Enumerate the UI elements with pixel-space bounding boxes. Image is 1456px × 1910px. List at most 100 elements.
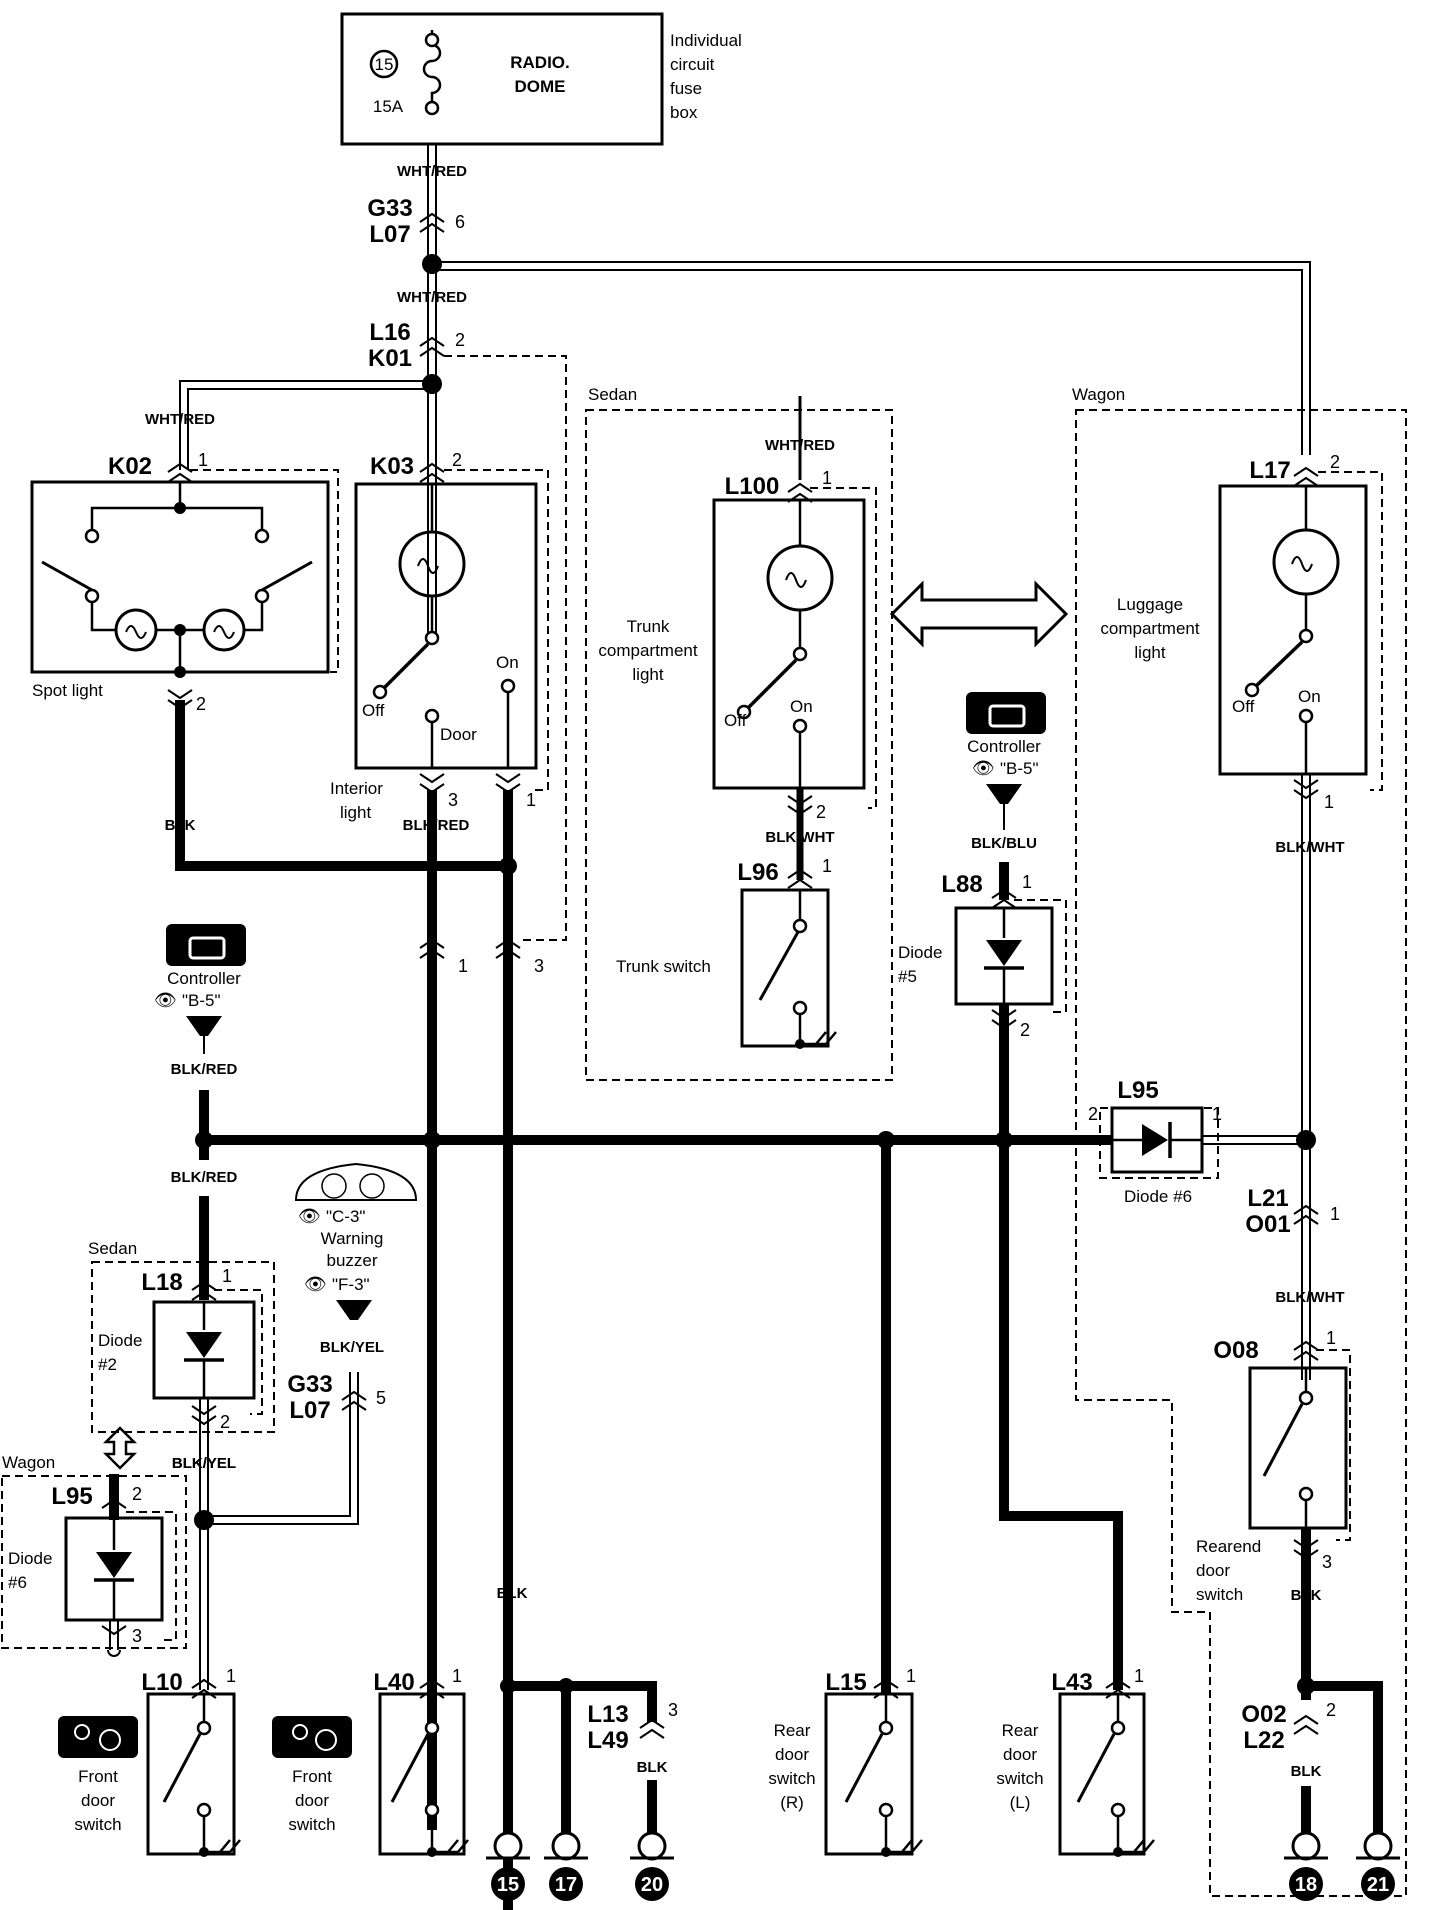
ground-15: 15 — [486, 1831, 530, 1901]
diode5-2: #5 — [898, 967, 917, 986]
controller-br: DL Controller 👁 "B-5" BR BLK/RED BLK/RED — [154, 924, 246, 1300]
fds-driver-3: switch — [74, 1815, 121, 1834]
wht-red-wires — [179, 144, 1311, 640]
trunk-light-2: compartment — [598, 641, 697, 660]
rearend-ground: O02 L22 2 BLK — [1241, 1677, 1383, 1840]
terminal-by: BY — [346, 1302, 362, 1316]
interior-light: K03 2 Off Door On Interior light 3 1 — [330, 450, 549, 822]
pin-5: 5 — [376, 1388, 386, 1408]
pin-1-o08: 1 — [1326, 1328, 1336, 1348]
conn-l21: L21 — [1247, 1185, 1288, 1212]
wire-blk-o02: BLK — [1291, 1763, 1322, 1780]
eye-icon-3: 👁 — [298, 1206, 321, 1226]
l17-on: On — [1298, 687, 1321, 706]
ground-points: 15 17 20 18 21 — [486, 1831, 1400, 1901]
l100-on: On — [790, 697, 813, 716]
splice-k01 — [422, 374, 442, 394]
conn-k01: K01 — [368, 345, 412, 372]
controller-icon-dl-2: DL — [182, 932, 195, 943]
conn-l16: L16 — [369, 319, 410, 346]
svg-text:15: 15 — [497, 1874, 519, 1896]
conn-l17: L17 — [1249, 457, 1290, 484]
sedan-label-trunk: Sedan — [588, 385, 637, 404]
svg-text:17: 17 — [555, 1874, 577, 1896]
l17-off: Off — [1232, 697, 1255, 716]
rds-r-1: Rear — [774, 1721, 811, 1740]
rearend-2: door — [1196, 1561, 1230, 1580]
wire-label-wht-red-2: WHT/RED — [397, 289, 467, 306]
rearend-door-switch: L21 O01 1 BLK/WHT O08 1 Rearend door swi… — [1196, 1185, 1351, 1700]
rear-door-switch-r: L15 1 Rear door switch (R) — [768, 1140, 923, 1857]
rds-l-1: Rear — [1002, 1721, 1039, 1740]
rds-l-4: (L) — [1010, 1793, 1031, 1812]
conn-l07-top: L07 — [369, 221, 410, 248]
trunk-switch-label: Trunk switch — [616, 957, 711, 976]
conn-o08: O08 — [1213, 1337, 1258, 1364]
interior-light-1: Interior — [330, 779, 383, 798]
rds-l-3: switch — [996, 1769, 1043, 1788]
pin-2-l95-inline: 2 — [1088, 1104, 1098, 1124]
conn-l10: L10 — [141, 1669, 182, 1696]
diode2-2: #2 — [98, 1355, 117, 1374]
switch-l40: L40 1 — [373, 1666, 469, 1857]
pin-2-k03: 2 — [452, 450, 462, 470]
pin-1-l43: 1 — [1134, 1666, 1144, 1686]
wagon-luggage-group: Wagon L17 2 Off On Luggage compartment l… — [1072, 385, 1407, 1897]
wagon-label-diode: Wagon — [2, 1453, 55, 1472]
rds-r-3: switch — [768, 1769, 815, 1788]
spot-light-label: Spot light — [32, 681, 103, 700]
pin-2-k02: 2 — [196, 694, 206, 714]
front-door-switch-driver: L10 1 Front door switch — [58, 1666, 241, 1857]
sedan-label-diode: Sedan — [88, 1239, 137, 1258]
conn-l18: L18 — [141, 1269, 182, 1296]
pin-2-l17: 2 — [1330, 452, 1340, 472]
conn-l13: L13 — [587, 1701, 628, 1728]
wagon-label-luggage: Wagon — [1072, 385, 1125, 404]
inline-diode-6: L95 2 1 Diode #6 — [1088, 1077, 1222, 1206]
conn-l95-side: L95 — [51, 1483, 92, 1510]
ground-18: 18 — [1284, 1831, 1328, 1901]
eye-icon-4: 👁 — [304, 1274, 327, 1294]
controller-icon-dl-1: DL — [982, 700, 995, 711]
trunk-light-1: Trunk — [627, 617, 670, 636]
wire-blk-red-bus: BLK/RED — [171, 1169, 238, 1186]
pin-1-mid: 1 — [458, 956, 468, 976]
sedan-diode-2: Sedan L18 1 Diode #2 2 BLK/YEL — [88, 1239, 275, 1520]
buzzer-ref-c3: "C-3" — [326, 1207, 365, 1226]
pin-1-l18: 1 — [222, 1266, 232, 1286]
fuse-box-label-4: box — [670, 103, 698, 122]
wire-label-k02: WHT/RED — [145, 411, 215, 428]
eye-icon-1: 👁 — [972, 758, 995, 778]
controller-label-1: Controller — [967, 737, 1041, 756]
pin-3-l13: 3 — [668, 1700, 678, 1720]
fds-driver-2: door — [81, 1791, 115, 1810]
conn-l22: L22 — [1243, 1727, 1284, 1754]
pin-1-l21: 1 — [1330, 1204, 1340, 1224]
splice-top — [422, 254, 442, 274]
conn-k03: K03 — [370, 453, 414, 480]
diode6-side-2: #6 — [8, 1573, 27, 1592]
luggage-light-1: Luggage — [1117, 595, 1183, 614]
pin-1-l96: 1 — [822, 856, 832, 876]
luggage-light-3: light — [1134, 643, 1165, 662]
rds-r-2: door — [775, 1745, 809, 1764]
buzzer-1: Warning — [321, 1229, 384, 1248]
fuse-rating: 15A — [373, 97, 404, 116]
pin-3-o08: 3 — [1322, 1552, 1332, 1572]
conn-g33-top: G33 — [367, 195, 412, 222]
luggage-light-2: compartment — [1100, 619, 1199, 638]
wire-blk-yel-2: BLK/YEL — [172, 1455, 236, 1472]
wire-blk-wht-trunk: BLK/WHT — [765, 829, 834, 846]
pin-1-l40: 1 — [452, 1666, 462, 1686]
conn-l95-inline: L95 — [1117, 1077, 1158, 1104]
k03-door: Door — [440, 725, 477, 744]
controller-ref-1: "B-5" — [1000, 759, 1039, 778]
pin-1-l15: 1 — [906, 1666, 916, 1686]
wire-blk-ground: BLK — [497, 1585, 528, 1602]
ground-17: 17 — [544, 1831, 588, 1901]
interior-light-2: light — [340, 803, 371, 822]
fuse-box: 15 15A RADIO. DOME Individual circuit fu… — [340, 12, 742, 146]
svg-text:21: 21 — [1367, 1874, 1389, 1896]
conn-l100: L100 — [725, 473, 780, 500]
